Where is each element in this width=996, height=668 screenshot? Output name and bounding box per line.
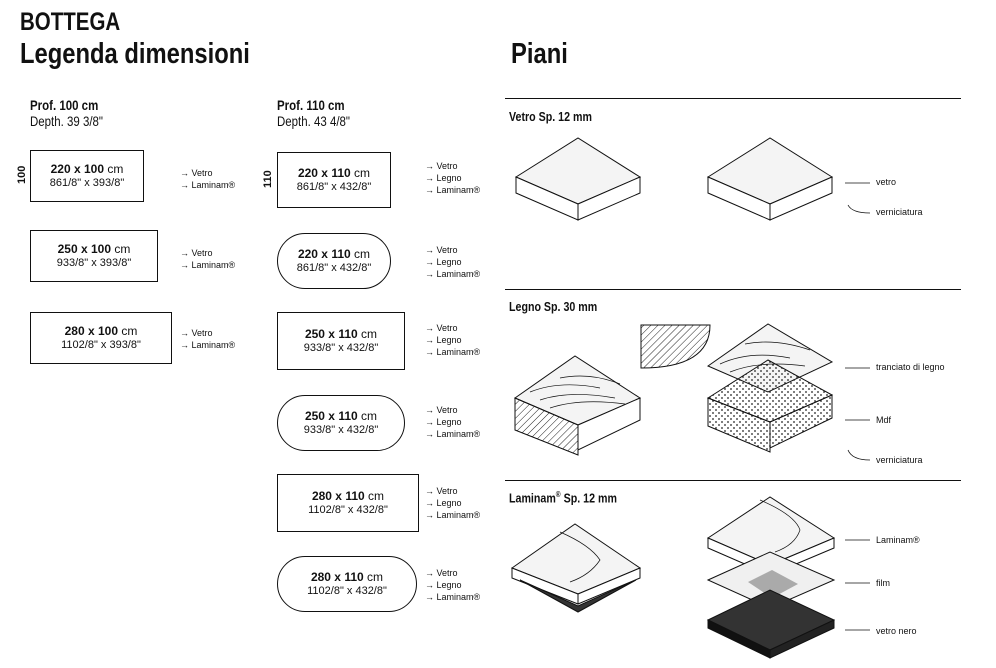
size-card-250x100: 250 x 100 cm 933/8" x 393/8" [30,230,158,282]
size-card-250x110: 250 x 110 cm 933/8" x 432/8" [277,312,405,370]
brand-title: BOTTEGA [20,8,121,36]
materials-list: → Vetro→ Legno→ Laminam® [425,323,481,357]
col2-header: Prof. 110 cm Depth. 43 4/8" [277,97,366,129]
size-card-280x110: 280 x 110 cm 1102/8" x 432/8" [277,474,419,532]
col2-depth: Depth. 43 4/8" [277,113,351,129]
divider [505,480,961,481]
size-card-280x110-oval: 280 x 110 cm 1102/8" x 432/8" [277,556,417,612]
size-card-220x100: 220 x 100 cm 861/8" x 393/8" [30,150,144,202]
divider [505,289,961,290]
size-card-280x100: 280 x 100 cm 1102/8" x 393/8" [30,312,172,364]
size-card-220x110: 220 x 110 cm 861/8" x 432/8" [277,152,391,208]
materials-list: → Vetro→ Laminam® [180,168,236,190]
label-laminam: Laminam® [876,535,920,545]
section-laminam-title: Laminam® Sp. 12 mm [509,490,617,506]
laminam-slab-icon [510,523,642,613]
section-legno-title: Legno Sp. 30 mm [509,299,598,314]
label-tranciato: tranciato di legno [876,362,945,372]
materials-list: → Vetro→ Legno→ Laminam® [425,245,481,279]
size-card-250x110-oval: 250 x 110 cm 933/8" x 432/8" [277,395,405,451]
materials-list: → Vetro→ Legno→ Laminam® [425,486,481,520]
legno-section-icon [640,324,711,369]
materials-list: → Vetro→ Laminam® [180,328,236,350]
col1-header: Prof. 100 cm Depth. 39 3/8" [30,97,119,129]
materials-list: → Vetro→ Legno→ Laminam® [425,568,481,602]
col1-prof: Prof. 100 cm [30,97,99,113]
label-vetro-nero: vetro nero [876,626,917,636]
label-mdf: Mdf [876,415,892,425]
legno-slab-icon [513,355,642,456]
materials-list: → Vetro→ Laminam® [180,248,236,270]
section-title-piani: Piani [511,38,568,70]
divider [505,98,961,99]
label-verniciatura: verniciatura [876,455,923,465]
section-vetro-title: Vetro Sp. 12 mm [509,109,592,124]
col1-depth: Depth. 39 3/8" [30,113,104,129]
size-card-220x110-oval: 220 x 110 cm 861/8" x 432/8" [277,233,391,289]
page-title: Legenda dimensioni [20,38,250,70]
col2-prof: Prof. 110 cm [277,97,345,113]
label-vetro: vetro [876,177,897,187]
label-film: film [876,578,890,588]
materials-list: → Vetro→ Legno→ Laminam® [425,161,481,195]
legno-exploded-icon [706,323,834,453]
vetro-slab-icon [514,137,642,221]
laminam-exploded-icon [706,496,836,659]
materials-list: → Vetro→ Legno→ Laminam® [425,405,481,439]
vetro-slab-icon [706,137,834,221]
label-verniciatura: verniciatura [876,207,923,217]
